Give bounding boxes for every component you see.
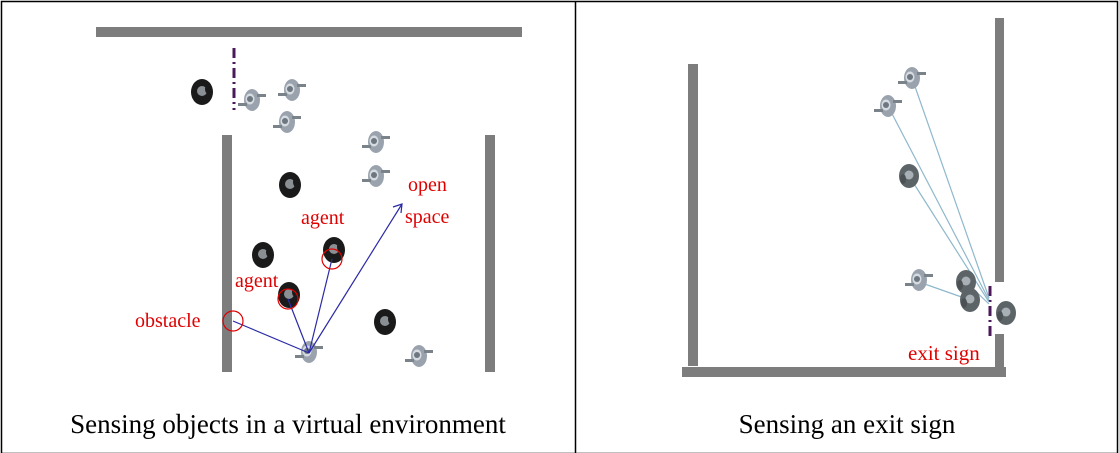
caption-right: Sensing an exit sign <box>738 409 956 439</box>
person-icon <box>899 164 919 188</box>
person-icon <box>405 345 433 367</box>
person-icon <box>362 165 390 187</box>
person-icon <box>279 172 301 198</box>
right-wall-lower <box>995 334 1004 372</box>
person-icon <box>273 111 301 133</box>
person-icon <box>278 79 306 101</box>
person-icon <box>191 79 213 105</box>
label-agent-left: agent <box>235 270 279 292</box>
caption-left: Sensing objects in a virtual environment <box>70 409 506 439</box>
right-panel-scene: exit sign <box>682 18 1016 377</box>
agent-marker <box>277 288 299 310</box>
person-icon <box>238 89 266 111</box>
top-wall <box>96 27 522 37</box>
person-icon <box>374 309 396 335</box>
person-icon <box>996 301 1016 325</box>
left-inner-wall <box>222 135 232 372</box>
person-icon <box>905 269 933 291</box>
left-panel-scene: open space agent agent obstacle <box>96 27 522 372</box>
bottom-wall <box>682 367 1006 377</box>
label-open-space-line1: open <box>408 174 447 196</box>
person-icon <box>362 131 390 153</box>
person-icon <box>874 95 902 117</box>
label-agent-top: agent <box>301 207 345 229</box>
obstacle-marker <box>222 310 244 332</box>
exit-sensing-lines <box>887 77 990 305</box>
label-exit-sign: exit sign <box>908 341 980 365</box>
label-obstacle: obstacle <box>135 310 201 332</box>
right-inner-wall <box>485 135 495 372</box>
agent-marker <box>321 248 343 270</box>
left-wall <box>688 64 698 366</box>
right-wall-upper <box>995 18 1004 282</box>
person-icon <box>252 242 274 268</box>
person-icon <box>960 288 980 312</box>
sensing-lines <box>232 203 403 354</box>
person-icon <box>898 67 926 89</box>
label-open-space-line2: space <box>405 206 450 228</box>
